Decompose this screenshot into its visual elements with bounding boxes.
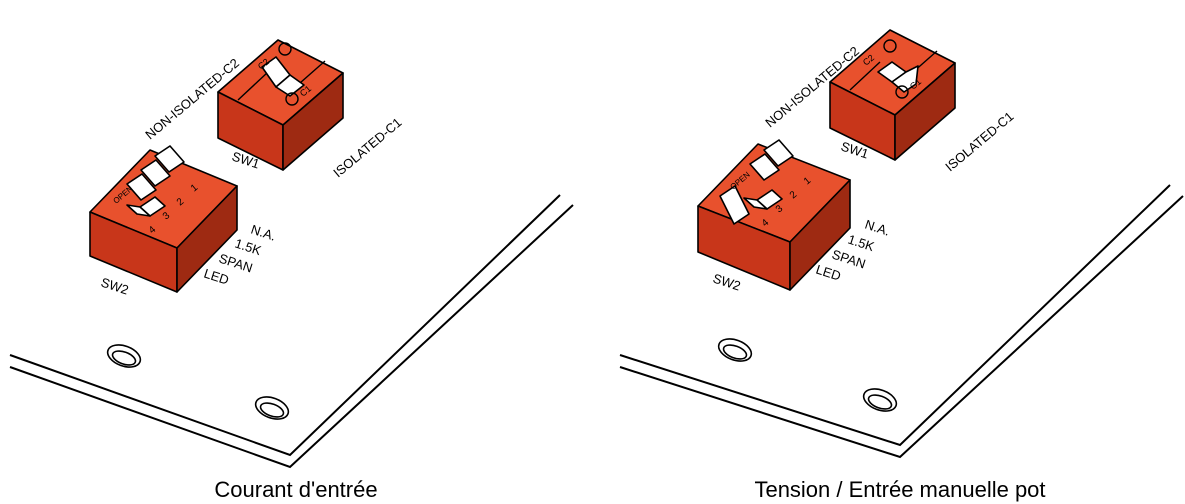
sw2-num-2: 2 — [788, 189, 800, 201]
sw2-name-label: SW2 — [711, 271, 742, 294]
sw2-position-numbers: 1 2 3 4 — [147, 182, 201, 236]
sw2-num-1: 1 — [189, 182, 201, 194]
sw2-fn-na: N.A. — [863, 217, 892, 239]
sw1-switch[interactable] — [217, 39, 344, 171]
sw2-fn-led: LED — [202, 266, 231, 288]
circuit-board-outline — [9, 194, 574, 469]
sw2-num-2: 2 — [175, 196, 187, 208]
panel-caption: Tension / Entrée manuelle pot — [754, 477, 1045, 502]
sw2-num-1: 1 — [802, 175, 814, 187]
sw1-switch[interactable] — [829, 29, 956, 161]
mounting-hole — [106, 344, 142, 368]
sw2-switch[interactable] — [697, 139, 851, 291]
sw2-position-numbers: 1 2 3 4 — [760, 175, 814, 229]
mounting-hole — [862, 388, 898, 412]
panel-voltage-input: C2 C1 NON-ISOLATED-C2 ISOLATED-C1 SW1 OP… — [619, 29, 1184, 502]
sw2-num-3: 3 — [161, 210, 173, 222]
sw1-isolated-label: ISOLATED-C1 — [942, 109, 1016, 175]
sw2-num-3: 3 — [774, 203, 786, 215]
sw2-fn-led: LED — [814, 262, 843, 284]
panel-current-input: C2 C1 NON-ISOLATED-C2 ISOLATED-C1 SW1 OP… — [9, 39, 574, 502]
sw2-num-4: 4 — [147, 224, 159, 236]
mounting-hole — [717, 338, 753, 362]
sw2-num-4: 4 — [760, 217, 772, 229]
sw2-fn-na: N.A. — [249, 222, 278, 244]
panel-caption: Courant d'entrée — [214, 477, 377, 502]
sw2-switch[interactable] — [89, 145, 238, 293]
mounting-hole — [254, 396, 290, 420]
sw1-isolated-label: ISOLATED-C1 — [330, 115, 404, 181]
sw2-name-label: SW2 — [99, 275, 130, 298]
circuit-board-outline — [619, 184, 1184, 459]
